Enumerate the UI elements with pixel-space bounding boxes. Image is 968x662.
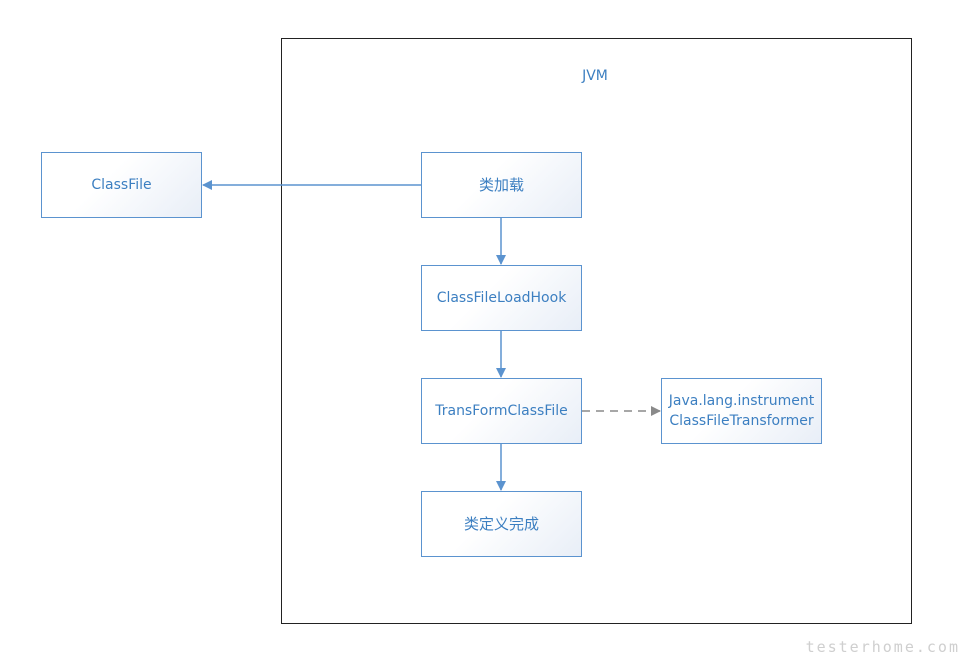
instrument-transformer-node: Java.lang.instrument ClassFileTransforme… bbox=[661, 378, 822, 444]
class-definition-complete-node: 类定义完成 bbox=[421, 491, 582, 557]
jvm-container bbox=[281, 38, 912, 624]
class-loading-node: 类加载 bbox=[421, 152, 582, 218]
classfile-transformer-label: ClassFileTransformer bbox=[669, 413, 814, 429]
instrument-package-label: Java.lang.instrument bbox=[668, 393, 815, 409]
classfile-label: ClassFile bbox=[91, 177, 152, 193]
class-definition-complete-label: 类定义完成 bbox=[463, 515, 539, 533]
classfile-load-hook-label: ClassFileLoadHook bbox=[436, 290, 567, 306]
classfile-node: ClassFile bbox=[41, 152, 202, 218]
transform-classfile-node: TransFormClassFile bbox=[421, 378, 582, 444]
transform-classfile-label: TransFormClassFile bbox=[435, 403, 568, 419]
jvm-label: JVM bbox=[582, 68, 608, 84]
watermark: testerhome.com bbox=[805, 638, 960, 656]
class-loading-label: 类加载 bbox=[478, 176, 524, 194]
classfile-load-hook-node: ClassFileLoadHook bbox=[421, 265, 582, 331]
